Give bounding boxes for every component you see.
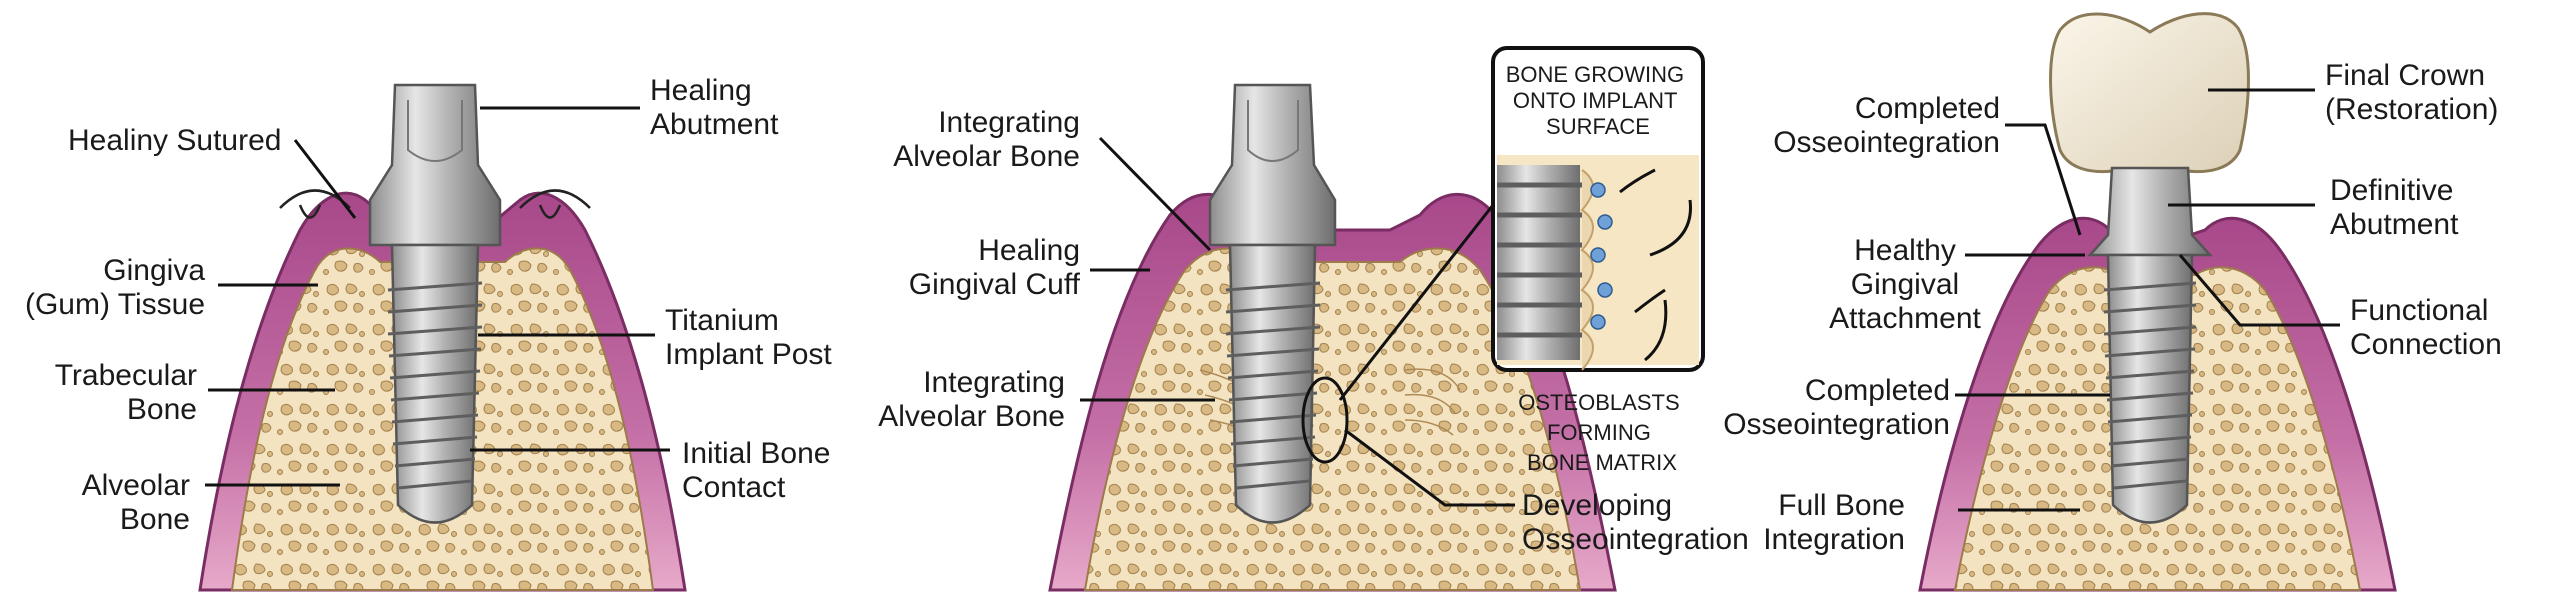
implant-post-2 [1225, 243, 1321, 524]
magnifier-ring [1301, 376, 1349, 464]
panel-stage-2: BONE GROWING ONTO IMPLANT SURFACE OSTEOB… [878, 46, 1749, 592]
label-gingiva: Gingiva(Gum) Tissue [25, 254, 205, 321]
inset-box: BONE GROWING ONTO IMPLANT SURFACE [1491, 46, 1705, 372]
implant-post-1 [387, 243, 483, 524]
implant-post-3 [2103, 253, 2197, 524]
healing-abutment [368, 83, 502, 247]
label-healiny-sutured: Healiny Sutured [68, 124, 281, 157]
final-crown [2049, 12, 2250, 174]
suture-right [519, 189, 591, 219]
panel3-leaders [1955, 88, 2340, 512]
panel1-leaders [205, 106, 670, 487]
label-final-crown: Final Crown(Restoration) [2325, 59, 2498, 126]
definitive-abutment [2087, 166, 2213, 257]
healing-abutment-2 [1208, 83, 1337, 247]
panel2-leaders [1080, 136, 1515, 507]
inset-title: BONE GROWING ONTO IMPLANT SURFACE [1506, 62, 1691, 139]
inset-caption: OSTEOBLASTS FORMING BONE MATRIX [1518, 390, 1686, 475]
